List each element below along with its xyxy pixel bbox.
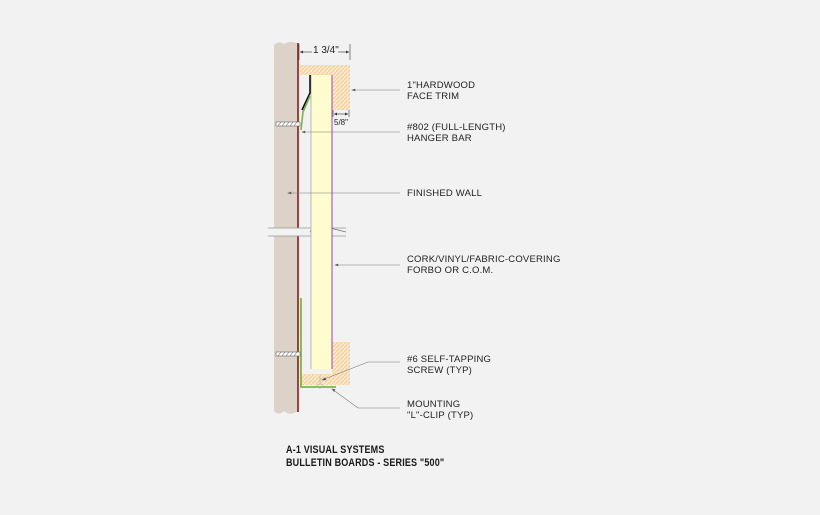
board-core <box>310 75 333 369</box>
callout-line: SCREW (TYP) <box>407 365 473 376</box>
callout-hardwood-face-trim: 1"HARDWOOD FACE TRIM <box>407 80 475 102</box>
dimension-label-overall: 1 3/4" <box>313 45 339 56</box>
callout-line: HANGER BAR <box>407 133 472 144</box>
callout-self-tapping-screw: #6 SELF-TAPPING SCREW (TYP) <box>407 354 491 376</box>
hardwood-face-trim-top <box>300 65 350 110</box>
callout-line: MOUNTING <box>407 399 461 410</box>
callout-line: 1"HARDWOOD <box>407 80 476 91</box>
callout-line: FINISHED WALL <box>407 188 483 199</box>
wall-screw-top <box>275 121 301 127</box>
leader-lines <box>287 88 400 409</box>
callout-line: #6 SELF-TAPPING <box>407 354 492 365</box>
dimension-face-offset <box>332 110 350 117</box>
callout-line: #802 (FULL-LENGTH) <box>407 122 506 133</box>
dimension-label-offset: 5/8" <box>334 118 348 127</box>
hanger-bar <box>300 75 311 131</box>
mounting-l-clip <box>300 298 336 388</box>
callout-finished-wall: FINISHED WALL <box>407 188 482 199</box>
callout-mounting-l-clip: MOUNTING "L"-CLIP (TYP) <box>407 399 473 421</box>
callout-line: FORBO OR C.O.M. <box>407 265 494 276</box>
title-product-series: BULLETIN BOARDS - SERIES "500" <box>286 457 445 469</box>
callout-line: "L"-CLIP (TYP) <box>407 410 474 421</box>
callout-line: FACE TRIM <box>407 91 460 102</box>
title-company: A-1 VISUAL SYSTEMS <box>286 444 385 456</box>
callout-covering: CORK/VINYL/FABRIC-COVERING FORBO OR C.O.… <box>407 254 561 276</box>
wall-screw-bottom <box>275 351 301 357</box>
dimension-overall-depth <box>298 44 351 60</box>
callout-hanger-bar: #802 (FULL-LENGTH) HANGER BAR <box>407 122 506 144</box>
diagram-title: A-1 VISUAL SYSTEMS BULLETIN BOARDS - SER… <box>286 444 444 470</box>
callout-line: CORK/VINYL/FABRIC-COVERING <box>407 254 561 265</box>
self-tapping-screw <box>316 375 324 389</box>
